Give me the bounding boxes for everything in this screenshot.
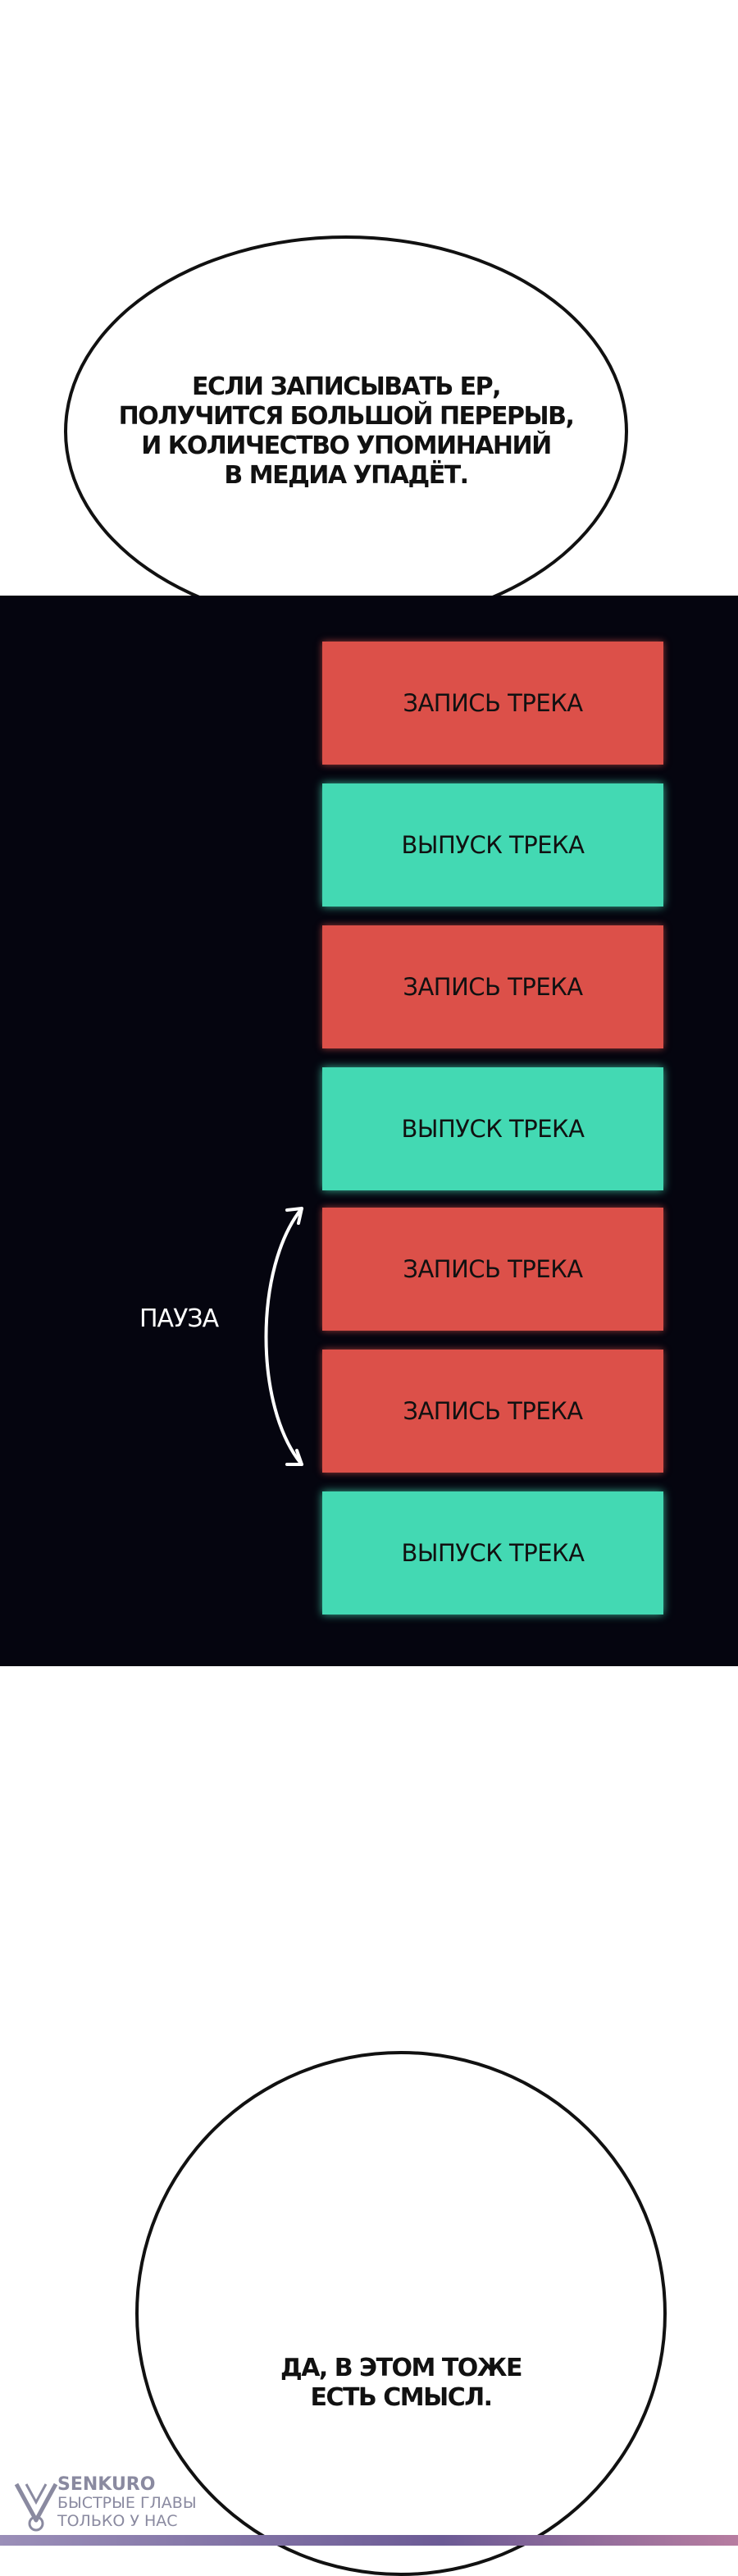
diagram-block-record: ЗАПИСЬ ТРЕКА [322, 1208, 663, 1331]
diagram-block-release: ВЫПУСК ТРЕКА [322, 1067, 663, 1190]
block-label: ВЫПУСК ТРЕКА [401, 1539, 585, 1567]
block-label: ЗАПИСЬ ТРЕКА [403, 973, 583, 1001]
speech-bubble-bottom: ДА, В ЭТОМ ТОЖЕ ЕСТЬ СМЫСЛ. [135, 2051, 667, 2576]
block-label: ЗАПИСЬ ТРЕКА [403, 1397, 583, 1425]
speech-text-top: ЕСЛИ ЗАПИСЫВАТЬ ЕР, ПОЛУЧИТСЯ БОЛЬШОЙ ПЕ… [118, 372, 575, 491]
speech-line: В МЕДИА УПАДЁТ. [224, 461, 469, 490]
block-label: ВЫПУСК ТРЕКА [401, 1115, 585, 1143]
speech-text-bottom: ДА, В ЭТОМ ТОЖЕ ЕСТЬ СМЫСЛ. [280, 2354, 523, 2413]
block-label: ЗАПИСЬ ТРЕКА [403, 1255, 583, 1283]
speech-line: ЕСЛИ ЗАПИСЫВАТЬ ЕР, [191, 372, 502, 401]
speech-line: ПОЛУЧИТСЯ БОЛЬШОЙ ПЕРЕРЫВ, [118, 402, 575, 431]
senkuro-logo-icon [14, 2482, 58, 2532]
watermark-line: БЫСТРЫЕ ГЛАВЫ [57, 2494, 197, 2512]
speech-bubble-top: ЕСЛИ ЗАПИСЫВАТЬ ЕР, ПОЛУЧИТСЯ БОЛЬШОЙ ПЕ… [64, 235, 628, 628]
speech-line: ДА, В ЭТОМ ТОЖЕ [280, 2354, 523, 2382]
curved-double-arrow-icon [264, 1207, 303, 1466]
diagram-block-record: ЗАПИСЬ ТРЕКА [322, 642, 663, 765]
watermark-text: SENKURO БЫСТРЫЕ ГЛАВЫ ТОЛЬКО У НАС [57, 2474, 197, 2531]
diagram-block-release: ВЫПУСК ТРЕКА [322, 783, 663, 907]
diagram-block-release: ВЫПУСК ТРЕКА [322, 1491, 663, 1615]
watermark-line: ТОЛЬКО У НАС [57, 2512, 178, 2530]
diagram-block-record: ЗАПИСЬ ТРЕКА [322, 925, 663, 1048]
block-label: ЗАПИСЬ ТРЕКА [403, 689, 583, 717]
speech-line: И КОЛИЧЕСТВО УПОМИНАНИЙ [141, 432, 552, 460]
diagram-block-record: ЗАПИСЬ ТРЕКА [322, 1350, 663, 1473]
pause-label: ПАУЗА [139, 1304, 219, 1333]
watermark-brand: SENKURO [57, 2474, 156, 2495]
block-label: ВЫПУСК ТРЕКА [401, 831, 585, 859]
speech-line: ЕСТЬ СМЫСЛ. [310, 2383, 493, 2412]
next-panel-edge [0, 2535, 738, 2546]
